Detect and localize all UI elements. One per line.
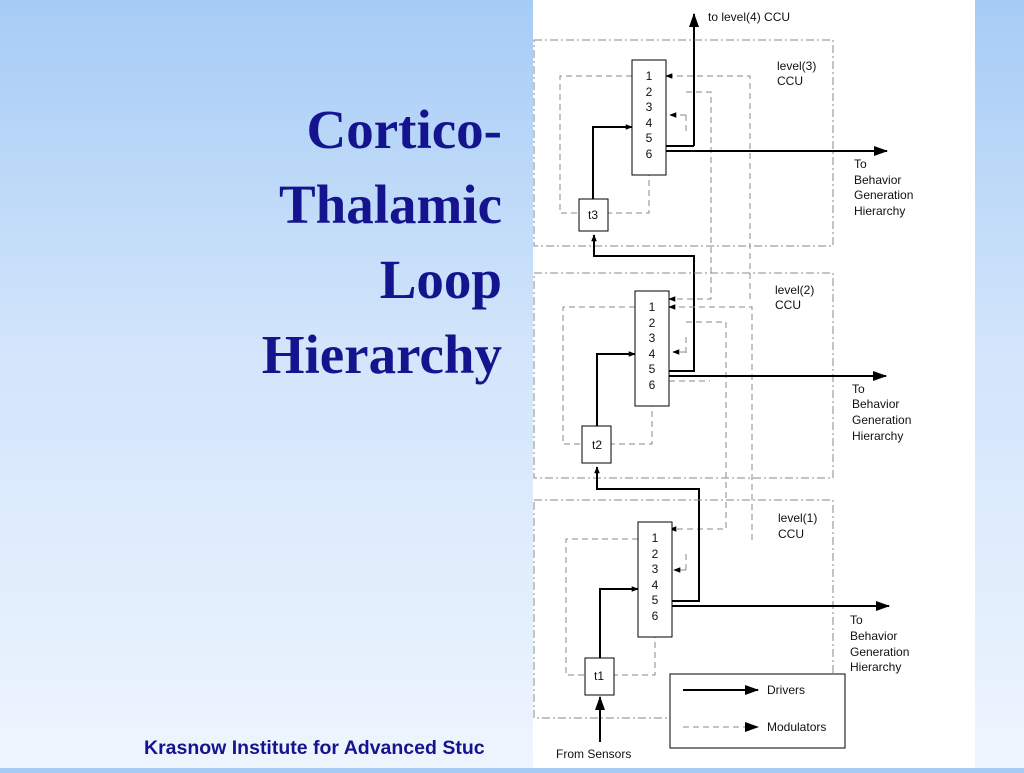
title-line: Loop <box>379 249 502 310</box>
layer-label: 3 <box>649 331 656 345</box>
modulator-arrow <box>596 391 653 447</box>
legend-modulators-label: Modulators <box>767 720 826 734</box>
behavior-label: To Behavior Generation Hierarchy <box>852 382 915 443</box>
ccu-hierarchy-diagram: to level(4) CCU level(3) CCU <box>533 10 917 761</box>
layer-label: 6 <box>652 609 659 623</box>
diagram-panel: to level(4) CCU level(3) CCU <box>533 0 975 768</box>
title-line: Thalamic <box>278 174 502 235</box>
modulator-arrow <box>593 160 650 216</box>
thalamus-label: t3 <box>588 208 598 222</box>
level-boundary <box>533 39 834 247</box>
layer-label: 5 <box>646 131 653 145</box>
level-label: level(2) CCU <box>775 283 818 312</box>
modulator-arrow <box>668 304 753 540</box>
layer-label: 3 <box>646 100 653 114</box>
thalamus-box <box>584 657 615 696</box>
level-1-ccu: level(1) CCU 1 2 3 4 5 6 t1 <box>533 499 913 719</box>
behavior-label: To Behavior Generation Hierarchy <box>850 613 913 674</box>
layer-label: 2 <box>646 85 653 99</box>
legend-box <box>669 673 846 749</box>
title-line: Cortico- <box>306 99 502 160</box>
layer-label: 1 <box>646 69 653 83</box>
layer-label: 3 <box>652 562 659 576</box>
level-boundary <box>533 499 834 719</box>
behavior-label: To Behavior Generation Hierarchy <box>854 157 917 218</box>
modulator-path <box>562 306 635 445</box>
layer-label: 4 <box>652 578 659 592</box>
legend: Drivers Modulators <box>669 673 846 749</box>
cortex-layers-box <box>637 521 673 638</box>
thalamus-label: t1 <box>594 669 604 683</box>
modulator-arrow <box>668 91 712 302</box>
input-label: From Sensors <box>556 747 631 761</box>
layer-label: 1 <box>649 300 656 314</box>
layer-label: 1 <box>652 531 659 545</box>
top-output: to level(4) CCU <box>689 10 790 146</box>
legend-drivers-label: Drivers <box>767 683 805 697</box>
layer-label: 4 <box>649 347 656 361</box>
layer-label: 5 <box>649 362 656 376</box>
thalamus-label: t2 <box>592 438 602 452</box>
cortex-layers-box <box>631 59 667 176</box>
cortex-layers-box <box>634 290 670 407</box>
thalamus-box <box>578 198 609 232</box>
modulator-arrow <box>599 622 656 678</box>
driver-arrow <box>599 586 639 658</box>
thalamus-box <box>581 425 612 464</box>
footer-institution: Krasnow Institute for Advanced Stuc <box>144 737 485 759</box>
layer-label: 2 <box>652 547 659 561</box>
modulator-path <box>565 538 638 676</box>
level-label: level(1) CCU <box>778 511 821 541</box>
driver-arrow <box>594 466 700 602</box>
driver-arrow <box>592 124 633 199</box>
layer-label: 6 <box>649 378 656 392</box>
modulator-path <box>559 75 632 214</box>
level-2-ccu: level(2) CCU 1 2 3 4 5 6 <box>533 272 915 540</box>
level-3-ccu: level(3) CCU 1 2 3 4 5 <box>533 39 917 302</box>
layer-label: 2 <box>649 316 656 330</box>
layer-label: 4 <box>646 116 653 130</box>
modulator-arrow <box>665 73 751 299</box>
driver-arrow <box>596 351 636 426</box>
layer-label: 6 <box>646 147 653 161</box>
driver-arrow <box>591 234 695 372</box>
slide-title: Cortico- Thalamic Loop Hierarchy <box>262 92 502 392</box>
layer-label: 5 <box>652 593 659 607</box>
top-output-label: to level(4) CCU <box>708 10 790 24</box>
title-line: Hierarchy <box>261 324 502 385</box>
level-label: level(3) CCU <box>777 59 820 88</box>
